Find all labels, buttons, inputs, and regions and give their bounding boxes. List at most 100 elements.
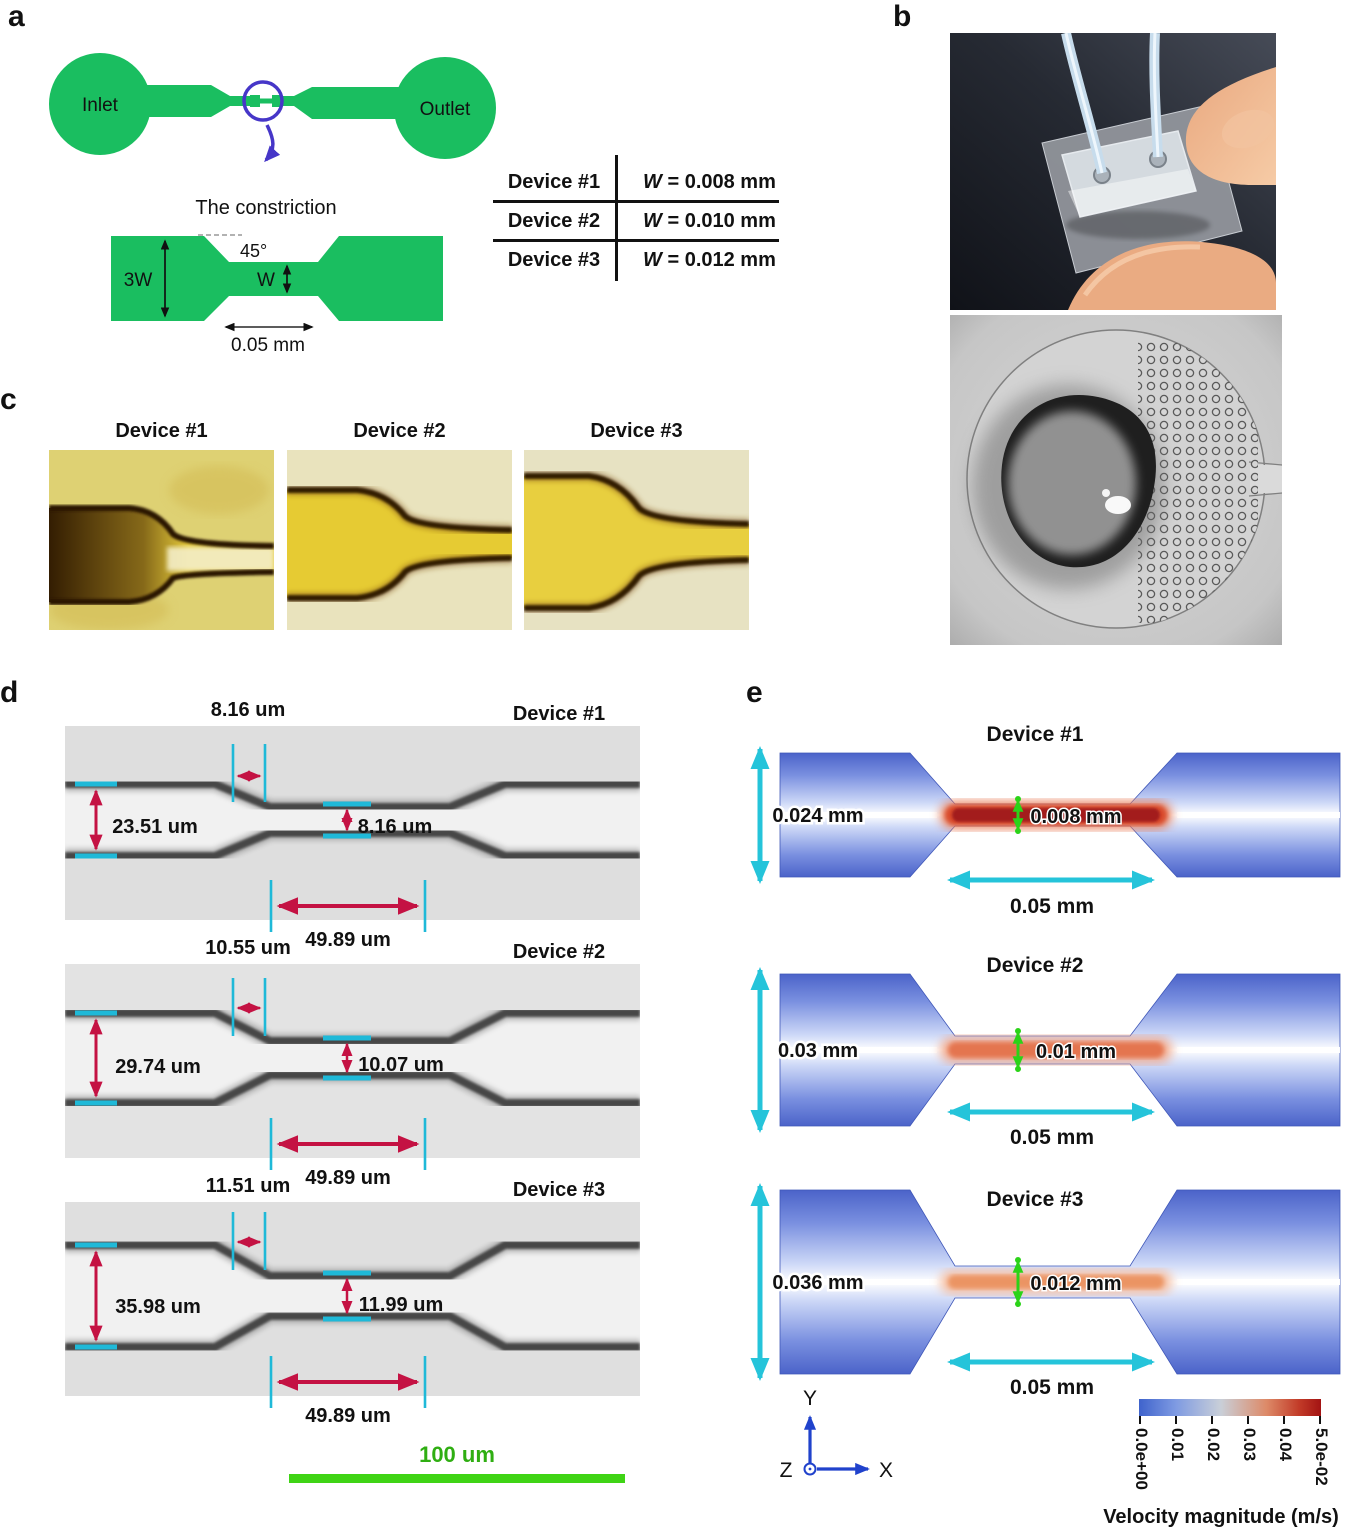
width-3w-label: 3W bbox=[124, 270, 153, 291]
colorbar-tick bbox=[1283, 1416, 1285, 1424]
e-width-label: 0.012 mm bbox=[1030, 1273, 1121, 1295]
c-device3-label: Device #3 bbox=[590, 420, 683, 442]
e-device2-label: Device #2 bbox=[987, 954, 1084, 977]
table-device-cell: Device #2 bbox=[507, 209, 601, 232]
curved-arrow-icon bbox=[264, 124, 281, 163]
panel-label-b: b bbox=[893, 0, 912, 33]
colorbar-tick bbox=[1175, 1416, 1177, 1424]
d-device2-label: Device #2 bbox=[513, 941, 605, 963]
table-divider bbox=[615, 155, 618, 281]
e-height-label: 0.024 mm bbox=[772, 805, 863, 827]
svg-text:10.07 um: 10.07 um bbox=[358, 1054, 444, 1076]
constriction-length-label: 0.05 mm bbox=[231, 335, 305, 356]
constriction-closeup-shape bbox=[111, 236, 443, 321]
c-device2-micrograph bbox=[287, 450, 512, 630]
angle-label: 45° bbox=[240, 241, 267, 261]
constriction-width-measure: 8.16 um bbox=[323, 801, 432, 839]
svg-text:23.51 um: 23.51 um bbox=[112, 816, 198, 838]
constriction-width-measure: 10.07 um bbox=[323, 1035, 444, 1081]
svg-text:8.16 um: 8.16 um bbox=[358, 816, 432, 838]
channel-right-arm bbox=[276, 87, 408, 119]
inlet-reservoir bbox=[49, 53, 151, 155]
colorbar-tick bbox=[1211, 1416, 1213, 1424]
svg-text:35.98 um: 35.98 um bbox=[115, 1296, 201, 1318]
axis-triad-icon: Y Z X bbox=[780, 1387, 893, 1482]
scale-bar bbox=[289, 1474, 625, 1483]
panel-label-c: c bbox=[0, 383, 17, 416]
channel-left-arm bbox=[111, 85, 250, 117]
colorbar-tick-label: 0.02 bbox=[1204, 1428, 1223, 1462]
colorbar-tick bbox=[1319, 1416, 1321, 1424]
colorbar-tick bbox=[1139, 1416, 1141, 1424]
d-device1-label: Device #1 bbox=[513, 703, 605, 725]
d-device3-micrograph: Device #3 11.51 um 35.98 um 11.99 um bbox=[65, 1175, 640, 1426]
e-width-label: 0.008 mm bbox=[1030, 806, 1121, 828]
panel-label-d: d bbox=[0, 676, 19, 709]
colorbar-tick-label: 0.04 bbox=[1276, 1428, 1295, 1462]
colorbar-tick bbox=[1247, 1416, 1249, 1424]
velocity-colorbar bbox=[1139, 1399, 1321, 1416]
e-height-label: 0.036 mm bbox=[772, 1272, 863, 1294]
constriction-width-measure: 11.99 um bbox=[323, 1270, 444, 1322]
table-device-cell: Device #3 bbox=[507, 248, 601, 271]
entrance-width-measure: 10.55 um bbox=[205, 937, 291, 1036]
inlet-label: Inlet bbox=[82, 95, 119, 116]
constriction-notch bbox=[256, 98, 276, 104]
axis-x-label: X bbox=[879, 1459, 893, 1482]
d-device1-micrograph: Device #1 8.16 um 23.51 um 8.16 um bbox=[65, 699, 640, 950]
blob-glint bbox=[1105, 496, 1131, 514]
entrance-width-measure: 8.16 um bbox=[211, 699, 285, 802]
svg-text:29.74 um: 29.74 um bbox=[115, 1056, 201, 1078]
e-width-label: 0.01 mm bbox=[1036, 1041, 1116, 1063]
e-length-label: 0.05 mm bbox=[1010, 1126, 1094, 1149]
chip-photo bbox=[950, 33, 1276, 310]
e-device3-label: Device #3 bbox=[987, 1188, 1084, 1211]
e-device1-label: Device #1 bbox=[987, 723, 1084, 746]
constriction-length-measure: 49.89 um bbox=[269, 880, 427, 950]
constriction-highlight-circle bbox=[242, 80, 284, 122]
e-length-label: 0.05 mm bbox=[1010, 895, 1094, 918]
colorbar-tick-label: 5.0e-02 bbox=[1312, 1428, 1331, 1486]
constriction-caption: The constriction bbox=[195, 197, 336, 219]
c-device1-label: Device #1 bbox=[115, 420, 208, 442]
e-device2-simulation: Device #2 0.03 mm 0.01 mm 0.05 mm bbox=[750, 954, 1341, 1149]
e-height-label: 0.03 mm bbox=[778, 1040, 858, 1062]
d-device2-micrograph: Device #2 10.55 um 29.74 um 10.07 um bbox=[65, 937, 640, 1188]
e-length-label: 0.05 mm bbox=[1010, 1376, 1094, 1399]
colorbar-caption: Velocity magnitude (m/s) bbox=[1103, 1506, 1339, 1528]
channel-height-measure: 35.98 um bbox=[75, 1242, 201, 1350]
e-device3-simulation: Device #3 0.036 mm 0.012 mm 0.05 mm bbox=[750, 1183, 1341, 1399]
c-device3-micrograph bbox=[524, 450, 749, 630]
svg-text:11.99 um: 11.99 um bbox=[359, 1294, 444, 1316]
panel-label-e: e bbox=[746, 676, 763, 709]
svg-text:49.89 um: 49.89 um bbox=[305, 929, 391, 950]
scale-bar-label: 100 um bbox=[419, 1442, 495, 1467]
table-device-cell: Device #1 bbox=[507, 170, 601, 193]
device-width-table: Device #1 W = 0.008 mm Device #2 W = 0.0… bbox=[493, 155, 779, 281]
channel-height-measure: 23.51 um bbox=[75, 781, 198, 859]
d-device3-label: Device #3 bbox=[513, 1179, 605, 1201]
colorbar-tick-label: 0.0e+00 bbox=[1132, 1428, 1151, 1490]
constriction-length-measure: 49.89 um bbox=[269, 1356, 427, 1426]
channel-height-measure: 29.74 um bbox=[75, 1010, 201, 1106]
constriction-length-measure: 49.89 um bbox=[269, 1118, 427, 1188]
svg-text:49.89 um: 49.89 um bbox=[305, 1167, 391, 1188]
finger-bottom bbox=[1068, 241, 1276, 310]
table-value-cell: W = 0.012 mm bbox=[643, 248, 776, 271]
table-row: Device #2 W = 0.010 mm bbox=[493, 200, 779, 239]
svg-text:8.16 um: 8.16 um bbox=[211, 699, 285, 721]
e-device1-simulation: Device #1 0.024 mm 0.008 mm 0.05 mm bbox=[750, 723, 1341, 918]
entrance-width-measure: 11.51 um bbox=[206, 1175, 291, 1270]
svg-text:10.55 um: 10.55 um bbox=[205, 937, 291, 959]
c-device1-micrograph bbox=[49, 450, 274, 630]
svg-text:11.51 um: 11.51 um bbox=[206, 1175, 291, 1197]
table-value-cell: W = 0.010 mm bbox=[643, 209, 776, 232]
colorbar-tick-label: 0.01 bbox=[1168, 1428, 1187, 1462]
outlet-reservoir bbox=[394, 57, 496, 159]
axis-z-label: Z bbox=[780, 1459, 793, 1482]
axis-y-label: Y bbox=[803, 1387, 817, 1410]
device-schematic: The constriction Inlet Outlet 45° 3W W 0… bbox=[49, 53, 496, 356]
svg-text:49.89 um: 49.89 um bbox=[305, 1405, 391, 1426]
table-row: Device #3 W = 0.012 mm bbox=[493, 239, 779, 278]
